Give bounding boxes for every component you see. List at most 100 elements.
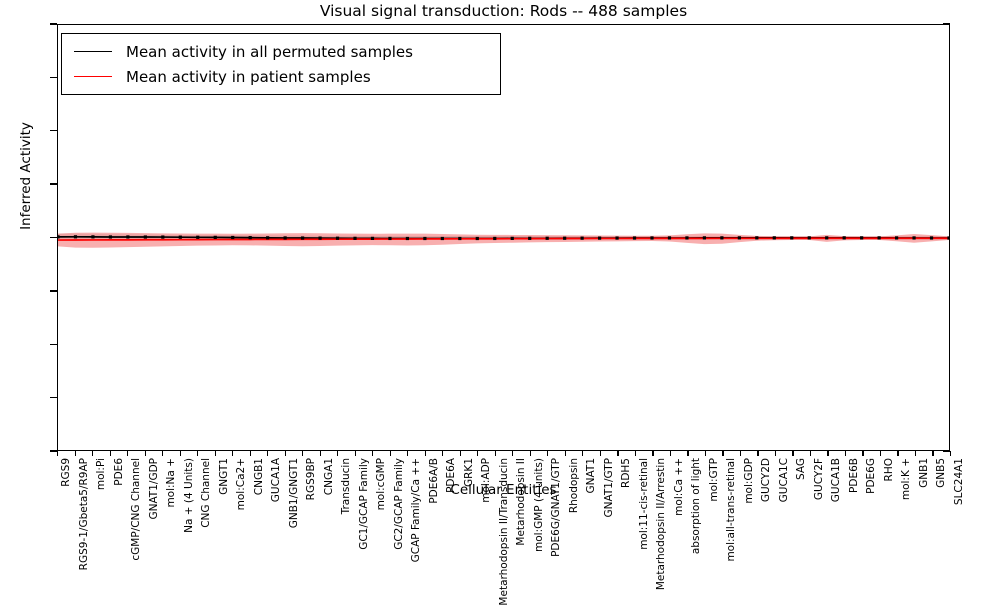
x-tick-label: GUCA1B <box>830 458 843 503</box>
x-tick-label: Transducin <box>340 458 353 515</box>
data-point-marker <box>632 236 637 240</box>
x-tick-label: Na + (4 Units) <box>182 458 195 533</box>
x-tick-label: RGS9 <box>60 458 72 487</box>
x-tick-label: RGS9-1/Gbeta5/R9AP <box>77 458 90 571</box>
x-tick-mark <box>92 451 94 456</box>
x-tick-mark <box>844 451 847 456</box>
x-tick-label: GNAT1/GTP <box>602 458 615 518</box>
data-point-marker <box>266 236 270 240</box>
x-tick-label: Rhodopsin <box>567 458 580 514</box>
x-tick-label: mol:K + <box>900 458 913 501</box>
data-point-marker <box>353 236 357 240</box>
x-tick-mark <box>232 451 234 456</box>
x-tick-mark <box>547 451 549 456</box>
data-point-marker <box>877 236 881 240</box>
x-tick-label: mol:cGMP <box>375 458 388 511</box>
x-tick-label: mol:Ca2+ <box>235 458 248 511</box>
x-tick-label: GNB1 <box>917 458 930 488</box>
data-point-marker <box>178 235 182 239</box>
x-tick-label: cGMP/CNG Channel <box>130 458 143 561</box>
x-tick-mark <box>109 451 111 456</box>
data-point-marker <box>825 236 829 240</box>
data-point-marker <box>388 236 392 241</box>
x-tick-mark <box>512 451 514 456</box>
x-tick-label: PDE6 <box>112 458 125 486</box>
legend-entry-1[interactable]: Mean activity in patient samples <box>62 64 500 89</box>
x-tick-mark <box>179 451 181 456</box>
x-tick-label: mol:Pi <box>95 458 108 491</box>
data-point-marker <box>126 235 130 239</box>
permuted-mean-markers <box>58 235 949 241</box>
data-point-marker <box>283 236 287 240</box>
x-tick-mark <box>459 451 461 456</box>
x-tick-mark <box>739 451 742 456</box>
data-point-marker <box>842 236 846 240</box>
y-tick-mark <box>50 23 57 25</box>
x-tick-label: mol:all-trans-retinal <box>725 458 738 562</box>
x-tick-label: SAG <box>795 458 808 480</box>
data-point-marker <box>667 236 672 240</box>
patient-mean-line <box>58 237 949 241</box>
data-point-marker <box>161 235 165 239</box>
x-tick-label: mol:Na + <box>165 458 178 508</box>
x-tick-mark <box>389 451 391 456</box>
x-tick-mark <box>372 451 374 456</box>
y-tick-mark <box>50 76 57 79</box>
x-tick-label: Metarhodopsin II/Transducin <box>497 458 510 606</box>
x-tick-label: SLC24A1 <box>953 458 965 506</box>
x-tick-mark <box>302 451 304 456</box>
x-tick-mark <box>827 451 829 456</box>
patient-band-group <box>58 232 949 248</box>
x-tick-label: GC2/GCAP Family <box>392 458 405 550</box>
y-tick-mark <box>50 130 57 132</box>
x-tick-label: PDE6A/B <box>427 458 440 504</box>
data-point-marker <box>108 235 113 239</box>
y-tick-mark <box>50 183 57 185</box>
legend-entry-0[interactable]: Mean activity in all permuted samples <box>62 39 500 64</box>
data-point-marker <box>493 236 497 241</box>
data-point-marker <box>894 236 899 240</box>
data-point-marker <box>528 236 532 240</box>
data-point-marker <box>73 235 78 239</box>
x-tick-mark <box>267 451 269 456</box>
legend-label: Mean activity in all permuted samples <box>126 42 413 61</box>
x-tick-label: GRK1 <box>462 458 475 487</box>
x-tick-mark <box>494 451 496 456</box>
data-point-marker <box>213 235 217 239</box>
x-tick-label: CNGB1 <box>252 458 265 496</box>
data-point-marker <box>947 236 949 240</box>
y-axis-label: Inferred Activity <box>18 122 34 230</box>
x-tick-label: mol:ADP <box>480 458 493 503</box>
data-point-marker <box>929 236 934 240</box>
x-tick-mark <box>722 451 724 456</box>
legend-line-swatch <box>74 76 112 77</box>
x-tick-mark <box>127 451 129 456</box>
x-tick-label: PDE6G <box>865 458 878 494</box>
x-tick-mark <box>214 451 216 456</box>
x-axis-label: Cellular Entities <box>450 482 557 498</box>
x-tick-label: absorption of light <box>690 458 703 555</box>
data-point-marker <box>475 236 479 241</box>
x-tick-mark <box>652 451 654 456</box>
lines-group <box>58 235 949 241</box>
x-tick-label: PDE6B <box>847 458 860 493</box>
data-point-marker <box>248 236 252 240</box>
data-point-marker <box>685 236 689 240</box>
plot-canvas <box>58 232 949 248</box>
x-tick-label: CNG Channel <box>200 458 213 528</box>
x-tick-label: Metarhodopsin II <box>515 458 528 546</box>
y-tick-mark <box>50 450 57 452</box>
data-point-marker <box>912 236 916 240</box>
x-tick-label: GCAP Family/Ca ++ <box>410 458 423 563</box>
y-tick-mark <box>50 236 57 239</box>
x-tick-label: mol:GDP <box>742 458 755 504</box>
data-point-marker <box>231 235 235 240</box>
x-tick-mark <box>932 451 934 456</box>
x-tick-label: PDE6A <box>445 458 458 493</box>
legend-label: Mean activity in patient samples <box>126 67 371 86</box>
x-tick-label: mol:GTP <box>707 458 720 502</box>
x-tick-mark <box>879 451 882 456</box>
x-tick-mark <box>704 451 707 456</box>
data-point-marker <box>423 236 427 241</box>
